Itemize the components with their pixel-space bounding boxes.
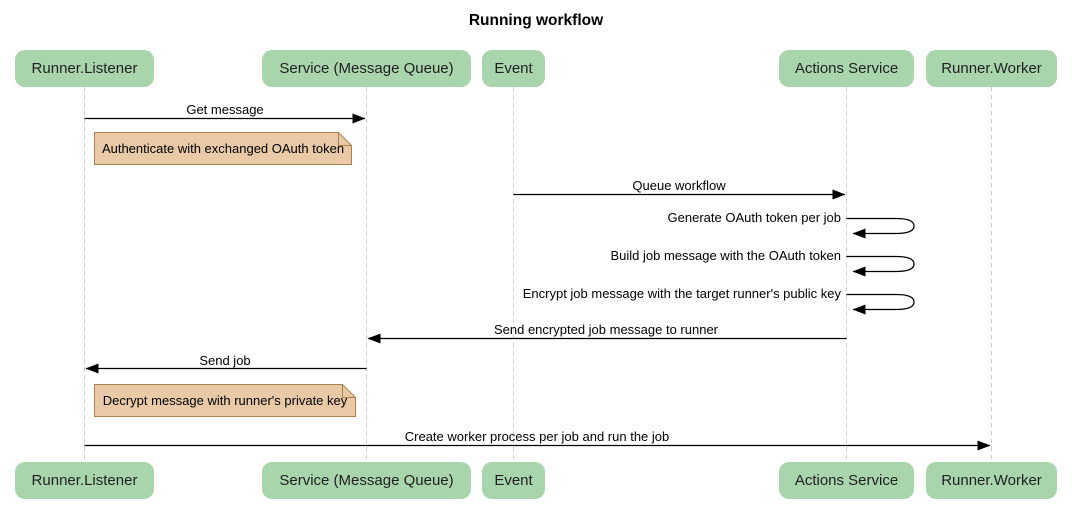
participant-actions-service-top: Actions Service	[779, 50, 914, 87]
participant-runner-worker-top: Runner.Worker	[926, 50, 1057, 87]
message-label-create-worker: Create worker process per job and run th…	[404, 429, 670, 444]
message-label-encrypt-job-message: Encrypt job message with the target runn…	[522, 286, 841, 301]
self-loop-build-job-message	[846, 255, 915, 277]
self-loop-generate-oauth-token	[846, 217, 915, 239]
participant-runner-worker-bottom: Runner.Worker	[926, 462, 1057, 499]
self-loop-encrypt-job-message	[846, 293, 915, 315]
participant-event-bottom: Event	[482, 462, 545, 499]
participant-runner-listener-bottom: Runner.Listener	[15, 462, 154, 499]
participant-runner-listener-top: Runner.Listener	[15, 50, 154, 87]
message-label-queue-workflow: Queue workflow	[632, 178, 726, 193]
participant-service-message-queue-bottom: Service (Message Queue)	[262, 462, 471, 499]
message-label-send-job: Send job	[199, 353, 251, 368]
message-label-send-encrypted: Send encrypted job message to runner	[493, 322, 719, 337]
note-fold-icon	[338, 132, 352, 146]
note-authenticate: Authenticate with exchanged OAuth token	[94, 132, 352, 165]
note-text: Authenticate with exchanged OAuth token	[101, 141, 345, 156]
note-text: Decrypt message with runner's private ke…	[102, 393, 348, 408]
message-label-get-message: Get message	[186, 102, 264, 117]
participant-actions-service-bottom: Actions Service	[779, 462, 914, 499]
note-fold-icon	[342, 384, 356, 398]
note-decrypt: Decrypt message with runner's private ke…	[94, 384, 356, 417]
participant-service-message-queue-top: Service (Message Queue)	[262, 50, 471, 87]
message-label-build-job-message: Build job message with the OAuth token	[610, 248, 841, 263]
diagram-title: Running workflow	[468, 12, 604, 29]
message-label-generate-oauth: Generate OAuth token per job	[667, 210, 841, 225]
participant-event-top: Event	[482, 50, 545, 87]
